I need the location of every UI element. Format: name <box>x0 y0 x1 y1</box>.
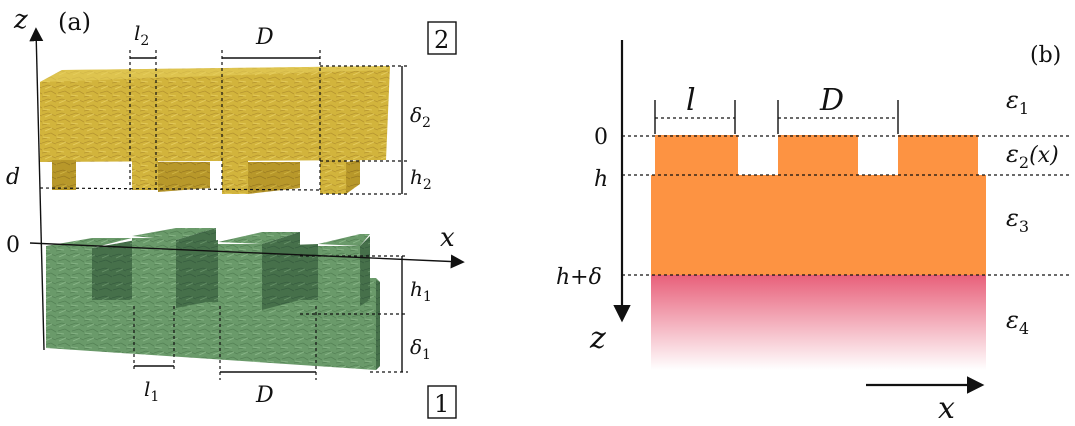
tick-hd-b: h+δ <box>556 265 602 290</box>
h2-label: h2 <box>410 165 432 193</box>
h1-label: h1 <box>410 277 432 305</box>
tick-0-a: 0 <box>6 233 20 258</box>
eps2-label: ε2(x) <box>1006 140 1059 172</box>
D-top-label: D <box>255 25 274 50</box>
grating-slab <box>651 135 986 275</box>
D-label: D <box>819 83 844 118</box>
substrate-region <box>651 275 986 370</box>
z-axis-label-a: z <box>13 5 28 35</box>
delta1-label: δ1 <box>410 335 431 363</box>
panel-a: z (a) d 0 l2 D <box>6 5 465 419</box>
z-axis-a <box>29 27 45 351</box>
eps1-label: ε1 <box>1006 86 1029 118</box>
D-bottom-label: D <box>255 383 274 408</box>
panel-a-label: (a) <box>58 8 91 36</box>
box-1 <box>427 385 457 419</box>
box-1-label: 1 <box>434 390 449 418</box>
delta2-label: δ2 <box>410 103 431 131</box>
panel-b-label: (b) <box>1030 43 1061 68</box>
upper-grating <box>40 66 390 194</box>
l1-label: l1 <box>144 377 159 405</box>
x-axis-a <box>29 242 465 269</box>
tick-0-b: 0 <box>594 125 608 150</box>
x-axis-label-b: x <box>938 391 955 426</box>
box-2-label: 2 <box>434 26 449 54</box>
tick-d: d <box>6 165 20 190</box>
z-axis-label-b: z <box>589 321 606 356</box>
l-label: l <box>686 83 696 118</box>
d-level-line <box>39 187 321 191</box>
box-2 <box>427 21 457 55</box>
lower-grating <box>46 228 380 370</box>
x-axis-label-a: x <box>440 223 455 253</box>
eps3-label: ε3 <box>1006 204 1029 236</box>
panel-b: (b) l D z 0 h h+δ ε1 ε2(x) ε3 ε4 x <box>556 40 1070 426</box>
tick-h-b: h <box>594 167 608 192</box>
l2-label: l2 <box>134 21 149 49</box>
eps4-label: ε4 <box>1006 306 1029 338</box>
